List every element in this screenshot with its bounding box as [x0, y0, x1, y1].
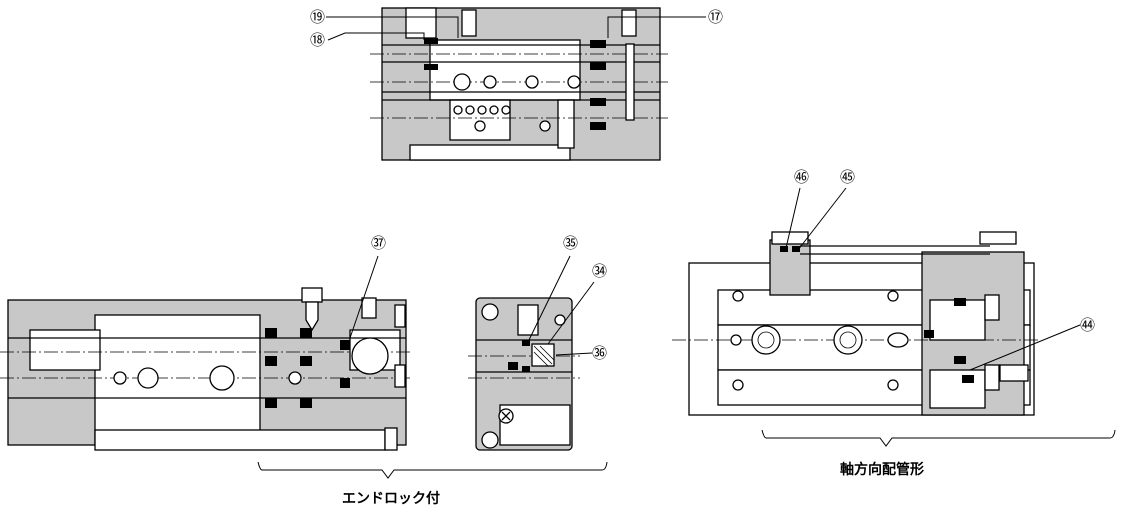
end-lock-end-view: [468, 297, 580, 451]
callout-46: ㊻: [785, 168, 809, 249]
caption-axial-piping: 軸方向配管形: [840, 461, 924, 478]
end-lock-bracket: [257, 461, 608, 479]
axial-piping-bracket: [761, 429, 1116, 447]
top-view-section: [370, 7, 668, 161]
callout-44: ㊹: [969, 316, 1095, 371]
callout-label: ⑱: [310, 31, 325, 49]
callout-36: ㊱: [555, 344, 607, 362]
callout-label: ㉟: [563, 234, 578, 252]
callout-17: ⑰: [607, 8, 723, 38]
callout-label: ⑰: [708, 8, 723, 26]
callout-label: ㊲: [371, 234, 386, 252]
callout-label: ㊹: [1080, 316, 1095, 334]
callout-34: ㉞: [547, 262, 607, 345]
callout-19: ⑲: [310, 8, 459, 38]
callout-label: ㊻: [794, 168, 809, 186]
axial-piping-view: [672, 231, 1040, 416]
callout-label: ㊺: [840, 168, 855, 186]
callout-label: ㉞: [592, 262, 607, 280]
callout-37: ㊲: [349, 234, 386, 339]
callout-label: ㊱: [592, 344, 607, 362]
caption-end-lock: エンドロック付: [342, 490, 440, 507]
callout-35: ㉟: [527, 234, 578, 343]
end-lock-side-view: [0, 287, 410, 451]
callout-45: ㊺: [797, 168, 855, 251]
callout-18: ⑱: [310, 31, 425, 49]
callout-label: ⑲: [310, 8, 325, 26]
